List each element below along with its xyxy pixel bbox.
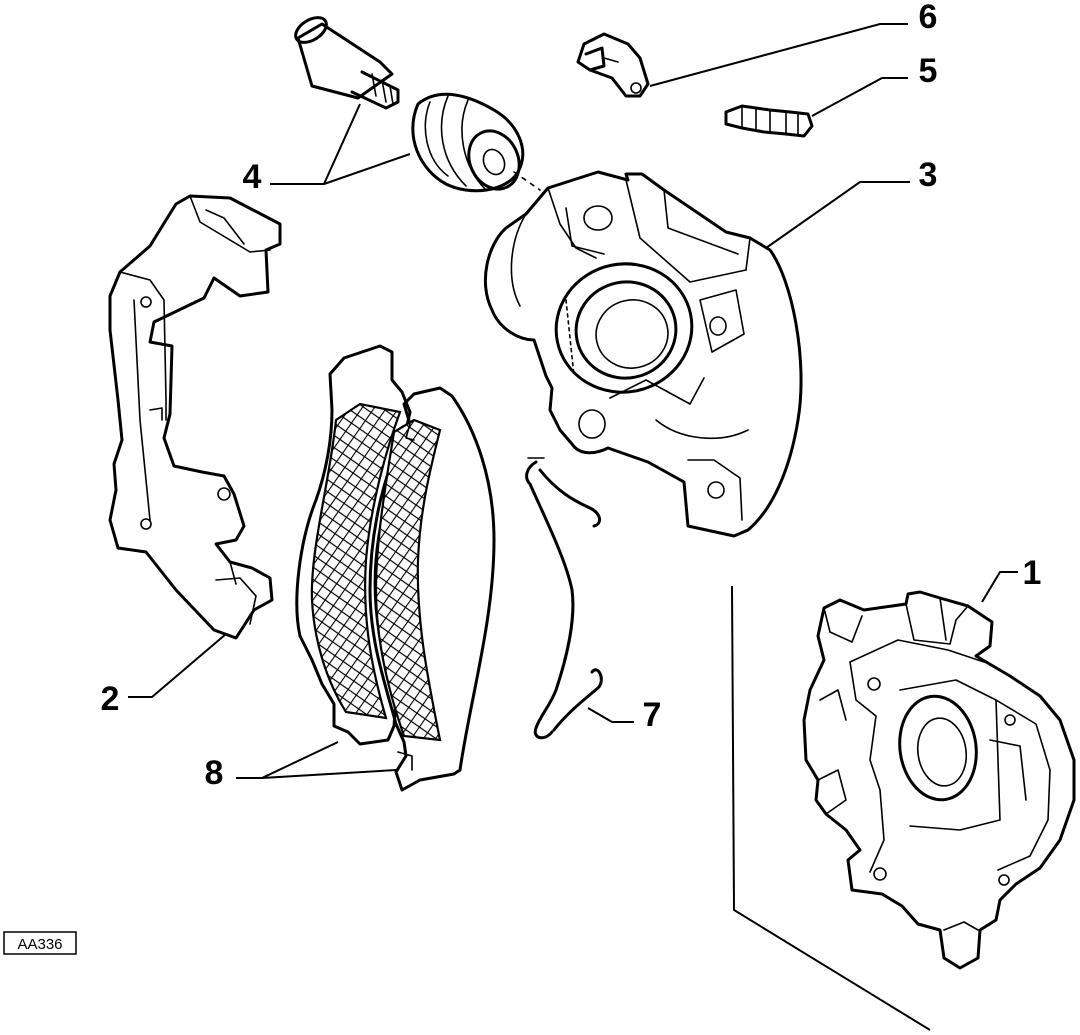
callout-2: 2 (101, 680, 120, 718)
callout-5: 5 (919, 52, 938, 90)
callout-7: 7 (643, 696, 662, 734)
leader-3 (765, 181, 910, 249)
leader-8 (236, 741, 397, 779)
bleed-screw-icon (724, 104, 814, 138)
leader-7 (587, 707, 634, 723)
anti-rattle-spring-icon (525, 457, 603, 740)
leader-6 (649, 23, 908, 87)
leader-5 (811, 77, 908, 117)
brake-pads-icon (295, 344, 496, 792)
callout-8: 8 (205, 754, 224, 792)
assembly-axis-line (731, 585, 931, 1031)
caliper-body-icon (483, 170, 803, 538)
callout-4: 4 (243, 158, 262, 196)
assembled-caliper-icon (802, 590, 1076, 970)
callout-6: 6 (919, 0, 938, 36)
leader-2 (128, 633, 227, 698)
callout-1: 1 (1023, 554, 1042, 592)
bracket-clip-icon (576, 32, 650, 98)
reference-code-box: AA336 (3, 931, 77, 955)
callout-3: 3 (919, 156, 938, 194)
leader-4 (270, 103, 411, 185)
reference-code: AA336 (17, 936, 62, 953)
callout-labels: 1 2 3 4 5 6 7 8 (101, 0, 1042, 792)
leader-lines (128, 23, 1018, 1031)
leader-1 (981, 571, 1018, 603)
caliper-bracket-icon (108, 194, 282, 640)
guide-pin-and-boot-icon (294, 16, 541, 193)
